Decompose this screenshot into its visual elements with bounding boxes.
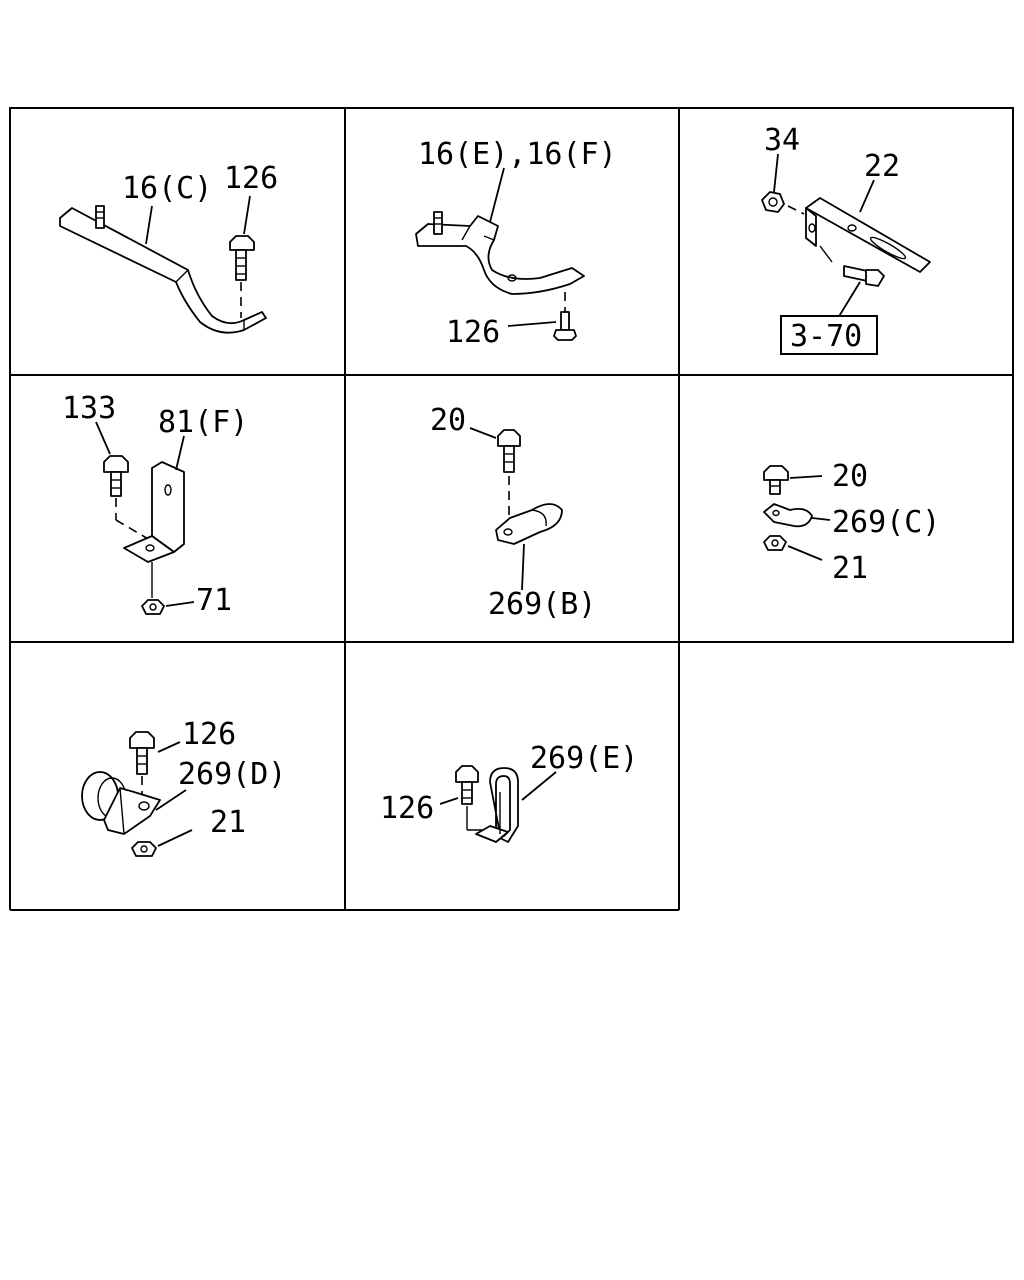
- reference-box-3-70[interactable]: [780, 315, 878, 355]
- bolt-126-icon: [439, 765, 490, 831]
- bolt-126-icon: [507, 292, 577, 341]
- callout-21: 21: [210, 805, 246, 840]
- nut-71-icon: [141, 562, 195, 615]
- callout-269d: 269(D): [178, 757, 286, 792]
- callout-81f: 81(F): [158, 405, 248, 440]
- panel-3: 34 22 3-70: [761, 123, 931, 355]
- callout-126: 126: [446, 315, 500, 350]
- bolt-3-70-icon: [819, 245, 885, 319]
- nut-21-icon: [763, 535, 823, 561]
- clamp-269e-drawing: [475, 767, 557, 843]
- callout-269c: 269(C): [832, 505, 940, 540]
- callout-269e: 269(E): [530, 741, 638, 776]
- callout-126: 126: [224, 161, 278, 196]
- bracket-22-drawing: [805, 179, 931, 273]
- callout-3-70[interactable]: 3-70: [790, 319, 862, 354]
- callout-20: 20: [832, 459, 868, 494]
- callout-269b: 269(B): [488, 587, 596, 622]
- callout-71: 71: [196, 583, 232, 618]
- callout-16c: 16(C): [122, 171, 212, 206]
- panel-6: 20 269(C) 21: [763, 459, 940, 586]
- callout-16ef: 16(E),16(F): [418, 137, 617, 172]
- nut-21-icon: [131, 829, 193, 857]
- callout-34: 34: [764, 123, 800, 158]
- panel-8: 126 269(E): [380, 741, 638, 843]
- callout-133: 133: [62, 391, 116, 426]
- panel-7: 126 269(D) 21: [81, 717, 286, 857]
- bolt-20-icon: [469, 427, 521, 530]
- bracket-16ef-drawing: [415, 167, 585, 295]
- clip-269c-drawing: [763, 503, 831, 528]
- nut-34-icon: [761, 153, 805, 215]
- bracket-81f-drawing: [123, 435, 185, 563]
- callout-126: 126: [380, 791, 434, 826]
- panel-5: 20 269(B): [430, 403, 596, 622]
- bolt-20-icon: [763, 465, 823, 495]
- bracket-16c-drawing: [59, 205, 267, 334]
- bolt-133-icon: [95, 421, 151, 541]
- bolt-126-icon: [129, 731, 181, 798]
- panel-1: 16(C) 126: [59, 161, 278, 334]
- clamp-269d-drawing: [81, 771, 187, 835]
- panel-4: 133 81(F) 71: [62, 391, 248, 618]
- callout-22: 22: [864, 149, 900, 184]
- callout-20: 20: [430, 403, 466, 438]
- clip-269b-drawing: [495, 503, 563, 591]
- panel-grid: [9, 107, 1014, 911]
- callout-126: 126: [182, 717, 236, 752]
- callout-21: 21: [832, 551, 868, 586]
- panel-2: 16(E),16(F) 126: [415, 137, 617, 350]
- bolt-126-icon: [229, 195, 255, 318]
